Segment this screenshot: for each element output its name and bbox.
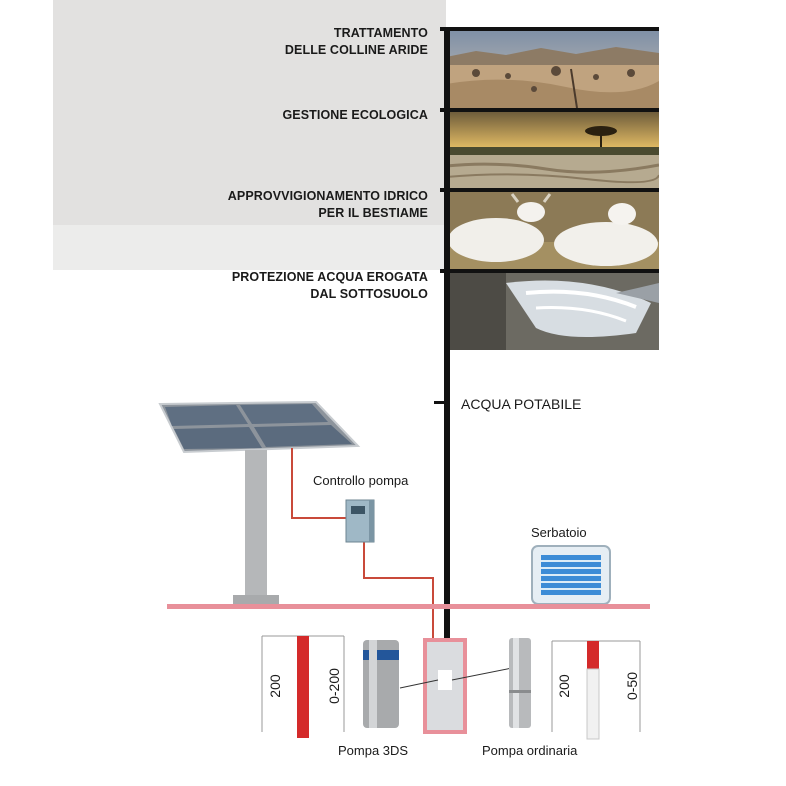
pipe-tick <box>434 401 444 404</box>
ground-line <box>167 604 650 609</box>
arid-hills-photo <box>446 29 659 108</box>
control-wire <box>363 540 434 640</box>
depth-gauge-ordinary <box>551 640 641 740</box>
header-panel <box>53 0 446 225</box>
separator-bar <box>440 108 659 112</box>
label-livestock: APPROVVIGIONAMENTO IDRICO PER IL BESTIAM… <box>227 189 428 220</box>
savanna-sunset-photo <box>446 111 659 189</box>
water-splash-photo <box>446 273 659 350</box>
cattle-photo <box>446 192 659 269</box>
pump-ordinary-label: Pompa ordinaria <box>482 743 578 758</box>
label-arid-hills: TRATTAMENTO DELLE COLLINE ARIDE <box>284 26 428 57</box>
pointer-line <box>399 679 439 689</box>
separator-bar <box>440 27 659 31</box>
tank-label: Serbatoio <box>531 525 587 540</box>
depth-ordinary-well: 200 <box>556 674 572 698</box>
pointer-line <box>451 667 513 681</box>
range-3ds: 0-200 <box>326 668 342 704</box>
separator-bar <box>440 269 659 273</box>
water-tank-icon <box>531 545 611 605</box>
label-ecological: GESTIONE ECOLOGICA <box>282 108 428 122</box>
label-groundwater: PROTEZIONE ACQUA EROGATA DAL SOTTOSUOLO <box>231 270 428 301</box>
depth-3ds-well: 200 <box>267 674 283 698</box>
solar-panel-icon <box>158 400 361 607</box>
drinking-water-label: ACQUA POTABILE <box>461 396 582 412</box>
water-pipe <box>444 27 450 645</box>
pump-control-label: Controllo pompa <box>313 473 409 488</box>
header-panel-lower <box>53 225 446 270</box>
pump-ordinary-icon <box>509 638 531 728</box>
separator-bar <box>440 188 659 192</box>
depth-gauge-3ds <box>261 635 345 738</box>
range-ordinary: 0-50 <box>624 671 640 701</box>
well-casing <box>423 638 467 734</box>
pump-3ds-label: Pompa 3DS <box>338 743 409 758</box>
power-wire <box>291 448 348 519</box>
pump-3ds-icon <box>363 640 399 728</box>
pump-controller-icon <box>345 499 375 543</box>
